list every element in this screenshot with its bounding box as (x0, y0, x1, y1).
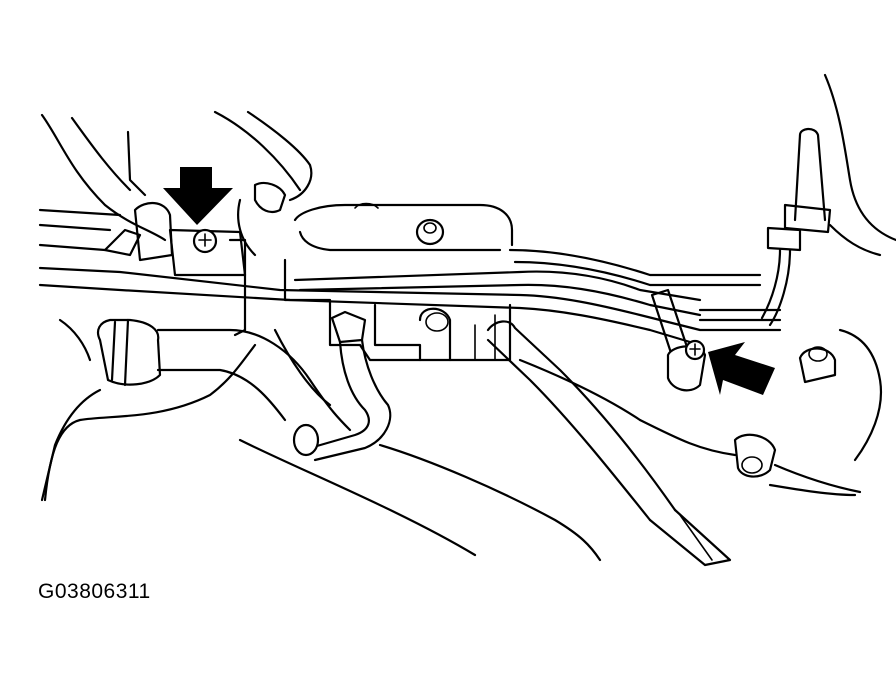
right-pipe (760, 73, 896, 327)
fuel-lines (38, 248, 782, 347)
middle-hose (292, 310, 392, 462)
lower-contours (43, 328, 857, 562)
right-fittings (638, 328, 883, 494)
left-bracket (103, 202, 247, 337)
center-housing (283, 202, 514, 362)
right-arrow-icon (708, 342, 775, 395)
right-clip (650, 288, 707, 392)
left-large-hose (40, 318, 352, 502)
upper-left-hoses (38, 110, 313, 257)
left-arrow-icon (163, 167, 233, 225)
figure-code: G03806311 (38, 580, 151, 603)
